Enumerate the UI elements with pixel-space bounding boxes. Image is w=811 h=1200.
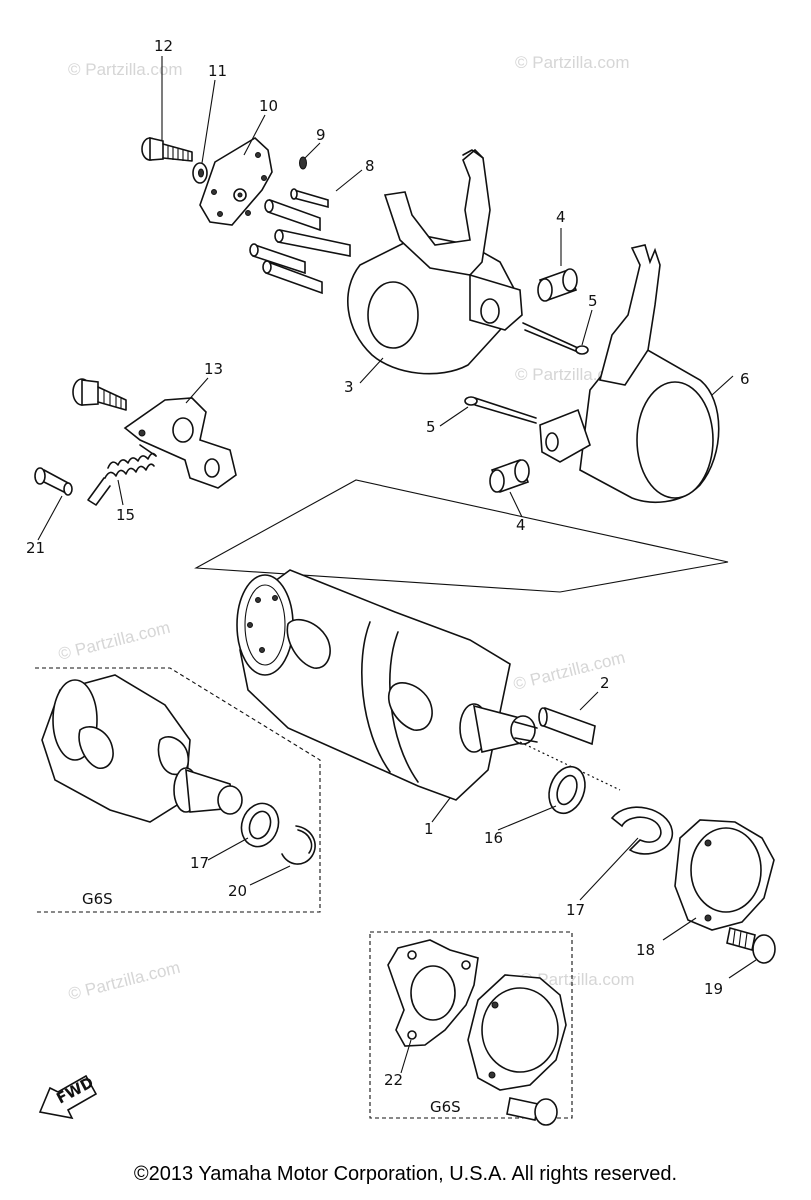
fwd-arrow-icon: FWD [38,1073,98,1120]
copyright-notice: ©2013 Yamaha Motor Corporation, U.S.A. A… [133,1163,678,1185]
part-13-stopper-lever[interactable] [72,378,237,489]
part-number-label: 10 [259,97,278,115]
part-number-label: 5 [426,418,436,436]
watermark: © Partzilla.com [68,60,183,79]
assembly-outline [194,479,729,593]
part-number-label: 12 [154,37,173,55]
part-19-screw[interactable] [726,926,776,964]
part-number-label: 13 [204,360,223,378]
part-15-spring[interactable] [87,444,157,506]
watermark: © Partzilla.com [515,53,630,72]
part-number-label: 2 [600,674,610,692]
part-9-pin[interactable] [299,156,307,170]
part-5-cotter-pin[interactable] [464,396,537,424]
part-12-bolt[interactable] [141,136,193,162]
part-17-circlip[interactable] [610,806,673,855]
part-5-cotter-pin[interactable] [522,322,589,355]
part-number-label: 22 [384,1071,403,1089]
part-number-label: 18 [636,941,655,959]
watermark: © Partzilla.com [66,958,182,1004]
leader-lines [37,56,757,1074]
part-number-label: 3 [344,378,354,396]
part-18-cover[interactable] [674,819,775,931]
part-6-shift-fork[interactable] [539,244,720,503]
part-number-label: 20 [228,882,247,900]
part-4-roller[interactable] [537,268,578,302]
part-number-label: 21 [26,539,45,557]
part-number-label: 17 [190,854,209,872]
part-number-label: 8 [365,157,375,175]
part-10-segment-plate[interactable] [199,137,273,226]
part-number-label: 6 [740,370,750,388]
part-labels: 12 11 10 9 8 4 5 3 6 5 4 13 15 21 2 1 16… [26,37,750,1116]
part-4-roller[interactable] [489,458,530,494]
g6s-shift-drum[interactable] [41,674,243,823]
part-number-label: 15 [116,506,135,524]
g6s-screw[interactable] [506,1097,558,1126]
variant-outline-left [35,667,321,913]
watermarks: © Partzilla.com © Partzilla.com © Partzi… [56,53,634,1004]
variant-label: G6S [82,890,113,908]
part-16-washer[interactable] [543,762,591,819]
part-number-label: 9 [316,126,326,144]
part-11-washer[interactable] [192,162,208,184]
part-8-pins[interactable] [249,188,351,295]
variant-outline-bottom [369,931,573,1119]
part-17-bearing[interactable] [236,798,285,852]
g6s-cover[interactable] [467,974,567,1091]
part-number-label: 4 [516,516,526,534]
part-number-label: 1 [424,820,434,838]
part-21-screw[interactable] [34,467,73,496]
part-2-pin[interactable] [538,706,596,746]
watermark: © Partzilla.com [511,648,627,694]
watermark: © Partzilla.com [520,970,635,989]
part-number-label: 4 [556,208,566,226]
part-number-label: 5 [588,292,598,310]
part-20-circlip[interactable] [281,825,316,865]
part-number-label: 19 [704,980,723,998]
part-number-label: 16 [484,829,503,847]
part-1-shift-drum[interactable] [236,569,538,801]
variant-label: G6S [430,1098,461,1116]
part-22-gasket[interactable] [387,939,479,1047]
part-3-shift-fork[interactable] [347,148,523,375]
part-number-label: 11 [208,62,227,80]
part-number-label: 17 [566,901,585,919]
watermark: © Partzilla.com [56,618,172,664]
